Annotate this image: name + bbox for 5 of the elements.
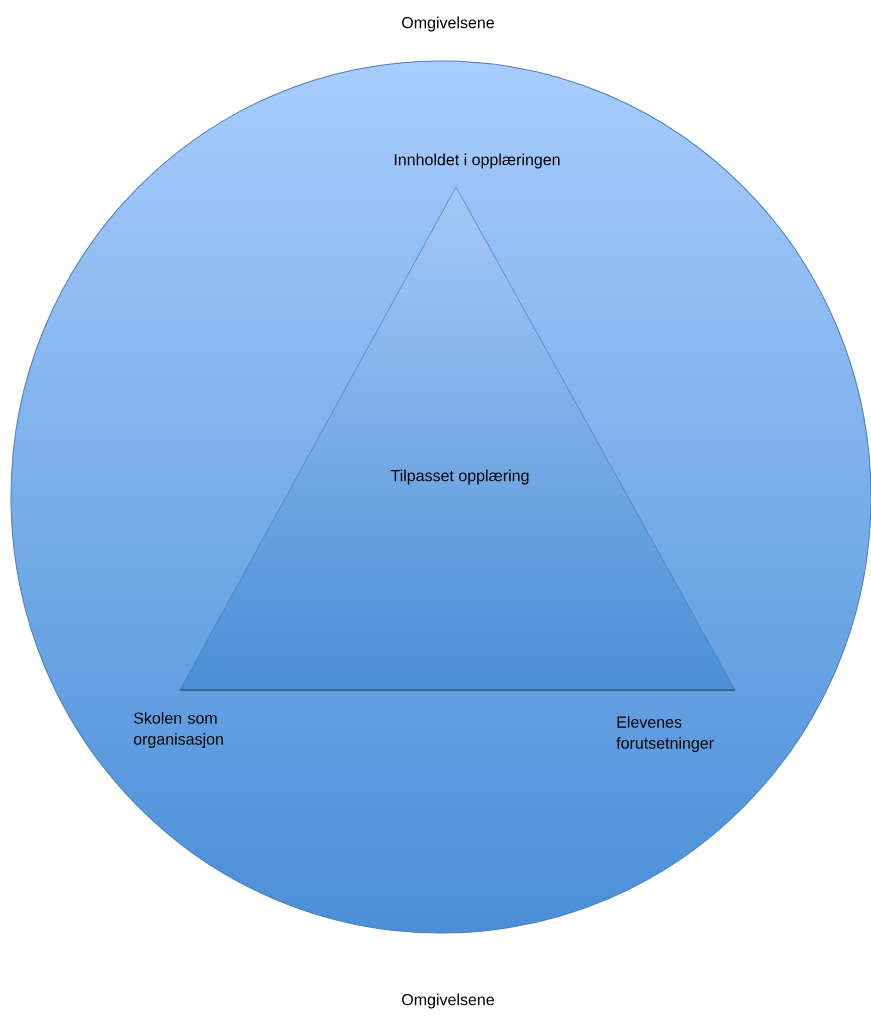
label: Elevenes forutsetninger — [616, 716, 714, 752]
label: Omgivelsene — [402, 993, 494, 1009]
label: Skolen som organisasjon — [133, 712, 223, 748]
label: Innholdet i opplæringen — [394, 153, 560, 169]
label: Omgivelsene — [402, 16, 494, 32]
